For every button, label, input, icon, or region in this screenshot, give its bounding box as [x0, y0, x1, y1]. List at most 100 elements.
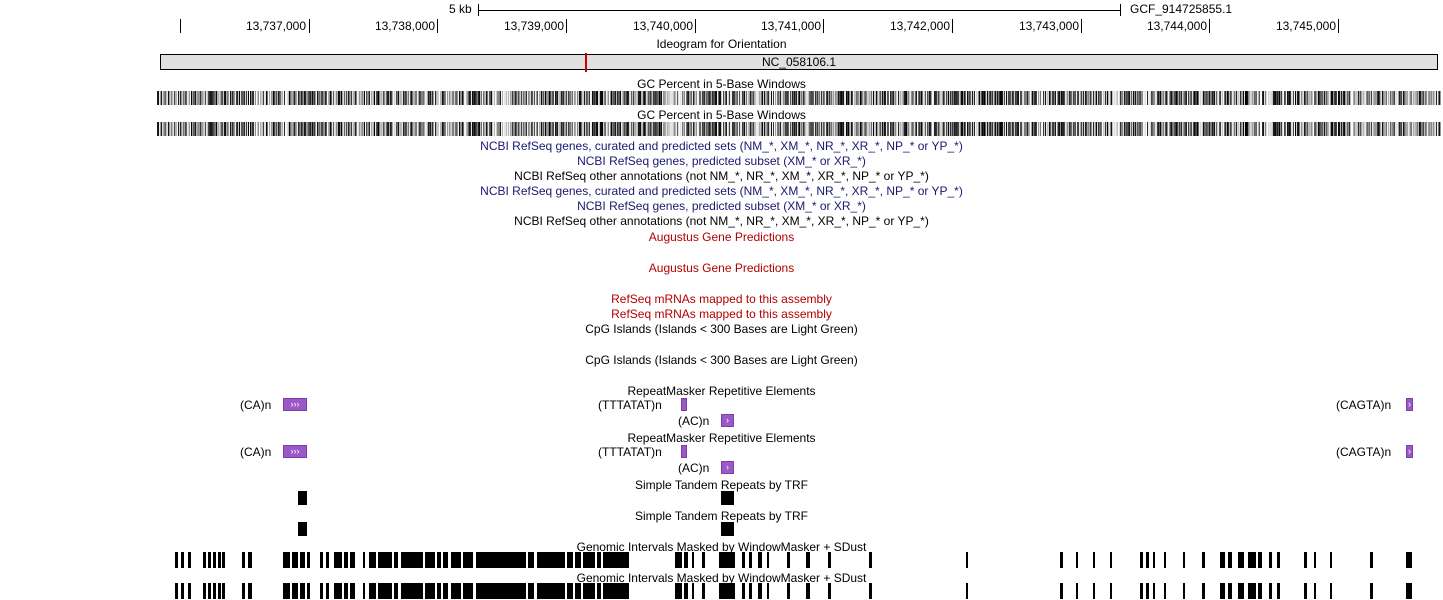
- masked-interval[interactable]: [787, 552, 790, 568]
- masked-interval[interactable]: [1202, 583, 1205, 599]
- track-title-refseq-curated[interactable]: NCBI RefSeq genes, curated and predicted…: [480, 184, 963, 198]
- masked-interval[interactable]: [869, 552, 872, 568]
- repeat-element[interactable]: ›: [721, 414, 734, 427]
- masked-interval[interactable]: [451, 583, 461, 599]
- gc-percent-track[interactable]: [157, 91, 1441, 105]
- track-title-repeatmasker[interactable]: RepeatMasker Repetitive Elements: [627, 431, 816, 445]
- masked-interval[interactable]: [1146, 552, 1149, 568]
- track-title-refseq-predicted[interactable]: NCBI RefSeq genes, predicted subset (XM_…: [577, 199, 866, 213]
- masked-interval[interactable]: [1228, 552, 1232, 568]
- masked-interval[interactable]: [1238, 552, 1244, 568]
- track-title-trf[interactable]: Simple Tandem Repeats by TRF: [635, 478, 808, 492]
- repeat-element[interactable]: [681, 398, 687, 411]
- masked-interval[interactable]: [719, 583, 735, 599]
- masked-interval[interactable]: [1140, 583, 1143, 599]
- masked-interval[interactable]: [787, 583, 790, 599]
- track-title-cpg-islands[interactable]: CpG Islands (Islands < 300 Bases are Lig…: [585, 353, 858, 367]
- masked-interval[interactable]: [567, 552, 573, 568]
- tandem-repeat[interactable]: [721, 491, 734, 505]
- masked-interval[interactable]: [675, 583, 682, 599]
- masked-interval[interactable]: [369, 583, 376, 599]
- masked-interval[interactable]: [1258, 583, 1262, 599]
- masked-interval[interactable]: [1202, 552, 1205, 568]
- masked-interval[interactable]: [188, 552, 191, 568]
- masked-interval[interactable]: [1140, 552, 1143, 568]
- masked-interval[interactable]: [966, 583, 968, 599]
- masked-interval[interactable]: [806, 583, 810, 599]
- masked-interval[interactable]: [181, 583, 184, 599]
- masked-interval[interactable]: [537, 552, 565, 568]
- masked-interval[interactable]: [1258, 552, 1262, 568]
- masked-interval[interactable]: [1164, 583, 1166, 599]
- masked-interval[interactable]: [437, 552, 441, 568]
- masked-interval[interactable]: [684, 583, 688, 599]
- masked-interval[interactable]: [283, 552, 290, 568]
- track-title-repeatmasker[interactable]: RepeatMasker Repetitive Elements: [627, 384, 816, 398]
- masked-interval[interactable]: [1153, 583, 1155, 599]
- masked-interval[interactable]: [1110, 552, 1112, 568]
- masked-interval[interactable]: [203, 552, 206, 568]
- track-title-trf[interactable]: Simple Tandem Repeats by TRF: [635, 509, 808, 523]
- masked-interval[interactable]: [222, 552, 225, 568]
- masked-interval[interactable]: [307, 552, 310, 568]
- track-title-windowmasker[interactable]: Genomic Intervals Masked by WindowMasker…: [576, 571, 867, 585]
- masked-interval[interactable]: [476, 583, 526, 599]
- track-title-refseq-mrna[interactable]: RefSeq mRNAs mapped to this assembly: [611, 307, 832, 321]
- masked-interval[interactable]: [719, 552, 735, 568]
- masked-interval[interactable]: [758, 552, 762, 568]
- track-title-windowmasker[interactable]: Genomic Intervals Masked by WindowMasker…: [576, 540, 867, 554]
- masked-interval[interactable]: [575, 583, 581, 599]
- masked-interval[interactable]: [334, 583, 342, 599]
- masked-interval[interactable]: [292, 552, 298, 568]
- masked-interval[interactable]: [1146, 583, 1149, 599]
- masked-interval[interactable]: [326, 552, 329, 568]
- masked-interval[interactable]: [326, 583, 329, 599]
- masked-interval[interactable]: [369, 552, 376, 568]
- masked-interval[interactable]: [222, 583, 225, 599]
- masked-interval[interactable]: [283, 583, 290, 599]
- masked-interval[interactable]: [218, 583, 221, 599]
- windowmasker-track[interactable]: [0, 552, 1443, 568]
- masked-interval[interactable]: [528, 583, 534, 599]
- masked-interval[interactable]: [692, 583, 694, 599]
- masked-interval[interactable]: [1314, 552, 1316, 568]
- masked-interval[interactable]: [292, 583, 298, 599]
- masked-interval[interactable]: [1277, 583, 1280, 599]
- masked-interval[interactable]: [603, 583, 629, 599]
- windowmasker-track[interactable]: [0, 583, 1443, 599]
- masked-interval[interactable]: [208, 552, 211, 568]
- masked-interval[interactable]: [378, 583, 392, 599]
- masked-interval[interactable]: [742, 552, 745, 568]
- masked-interval[interactable]: [248, 583, 252, 599]
- masked-interval[interactable]: [1406, 583, 1412, 599]
- masked-interval[interactable]: [767, 583, 769, 599]
- masked-interval[interactable]: [378, 552, 392, 568]
- masked-interval[interactable]: [1183, 583, 1185, 599]
- track-title-gc-percent[interactable]: GC Percent in 5-Base Windows: [637, 108, 806, 122]
- masked-interval[interactable]: [1220, 583, 1225, 599]
- masked-interval[interactable]: [320, 583, 323, 599]
- masked-interval[interactable]: [684, 552, 688, 568]
- masked-interval[interactable]: [1370, 583, 1373, 599]
- masked-interval[interactable]: [1076, 552, 1078, 568]
- repeat-element[interactable]: ›: [1406, 398, 1413, 411]
- masked-interval[interactable]: [966, 552, 968, 568]
- masked-interval[interactable]: [334, 552, 342, 568]
- masked-interval[interactable]: [242, 552, 245, 568]
- masked-interval[interactable]: [702, 552, 705, 568]
- masked-interval[interactable]: [1406, 552, 1412, 568]
- track-title-augustus[interactable]: Augustus Gene Predictions: [648, 230, 795, 244]
- masked-interval[interactable]: [1220, 552, 1225, 568]
- masked-interval[interactable]: [1060, 583, 1063, 599]
- masked-interval[interactable]: [1248, 583, 1256, 599]
- masked-interval[interactable]: [350, 552, 355, 568]
- masked-interval[interactable]: [350, 583, 355, 599]
- masked-interval[interactable]: [675, 552, 682, 568]
- track-title-refseq-curated[interactable]: NCBI RefSeq genes, curated and predicted…: [480, 139, 963, 153]
- masked-interval[interactable]: [567, 583, 573, 599]
- masked-interval[interactable]: [1370, 552, 1373, 568]
- track-title-gc-percent[interactable]: GC Percent in 5-Base Windows: [637, 77, 806, 91]
- masked-interval[interactable]: [1060, 552, 1063, 568]
- masked-interval[interactable]: [702, 583, 705, 599]
- masked-interval[interactable]: [749, 552, 752, 568]
